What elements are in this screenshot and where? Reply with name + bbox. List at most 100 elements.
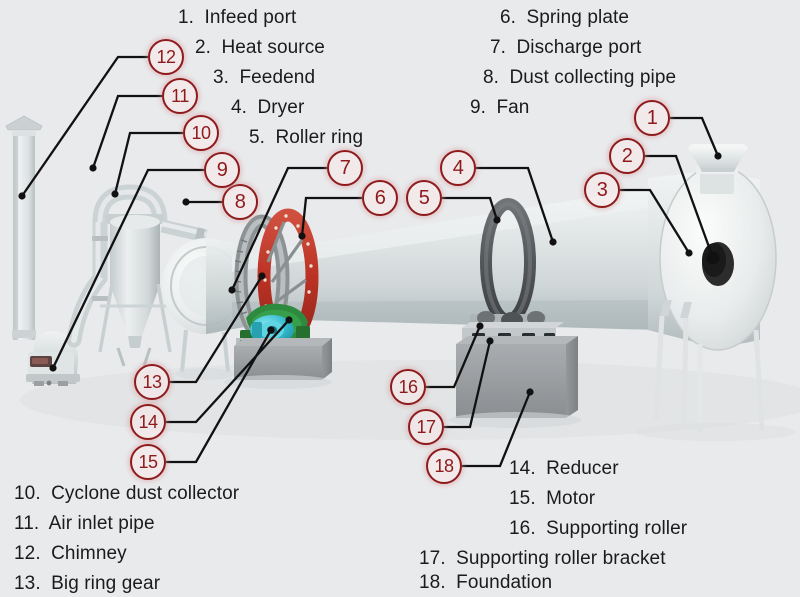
legend-num-8: 8. [483,67,500,88]
legend-num-4: 4. [231,97,248,118]
leader-dot-15 [267,326,275,334]
legend-item-17: 17. Supporting roller bracket [419,549,666,569]
leader-10 [113,131,183,195]
callout-17[interactable]: 17 [408,409,444,445]
callout-10[interactable]: 10 [183,115,219,151]
legend-item-13: 13. Big ring gear [14,574,160,594]
legend-num-15: 15. [509,488,536,509]
callout-11[interactable]: 11 [162,78,198,114]
legend-item-14: 14. Reducer [509,459,619,479]
leader-13 [170,275,263,384]
leader-dot-14 [285,316,293,324]
legend-item-18: 18. Foundation [419,573,552,593]
legend-label-12: Chimney [51,543,127,564]
leader-4 [476,166,555,243]
leader-dot-13 [258,272,266,280]
legend-num-5: 5. [249,127,266,148]
leader-dot-18 [526,388,534,396]
legend-item-5: 5. Roller ring [249,128,363,148]
leader-9 [51,168,204,369]
leader-11 [91,94,162,169]
leader-17 [444,340,492,429]
legend-num-7: 7. [490,37,507,58]
leader-16 [426,325,482,389]
legend-label-7: Discharge port [516,37,642,58]
legend-item-15: 15. Motor [509,489,595,509]
discharge-port [162,238,250,380]
legend-label-14: Reducer [546,458,619,479]
leader-dot-11 [89,164,97,172]
legend-item-11: 11. Air inlet pipe [14,514,155,534]
leader-dot-4 [549,238,557,246]
callout-8[interactable]: 8 [222,184,258,220]
legend-label-13: Big ring gear [51,573,161,594]
legend-item-2: 2. Heat source [195,38,325,58]
legend-num-9: 9. [470,97,487,118]
leader-dot-2 [706,251,720,265]
leader-5 [442,196,499,221]
leader-dot-16 [476,322,484,330]
callout-5[interactable]: 5 [406,180,442,216]
legend-item-12: 12. Chimney [14,544,127,564]
legend-item-6: 6. Spring plate [500,8,629,28]
legend-label-18: Foundation [456,572,553,593]
callout-1[interactable]: 1 [634,100,670,136]
shadow-right [449,412,581,428]
leader-12 [21,55,148,197]
leader-15 [166,329,272,464]
leader-1 [670,116,720,157]
legend-num-3: 3. [213,67,230,88]
legend-label-6: Spring plate [526,7,630,28]
callout-2[interactable]: 2 [609,138,645,174]
callout-7[interactable]: 7 [327,150,363,186]
leader-dot-1 [714,152,722,160]
legend-num-16: 16. [509,518,536,539]
legend-item-7: 7. Discharge port [490,38,641,58]
callout-9[interactable]: 9 [204,152,240,188]
legend-label-9: Fan [496,97,530,118]
callout-3[interactable]: 3 [584,172,620,208]
callout-18[interactable]: 18 [426,448,462,484]
legend-num-2: 2. [195,37,212,58]
callout-6[interactable]: 6 [362,180,398,216]
leader-2 [645,154,715,259]
legend-label-8: Dust collecting pipe [509,67,677,88]
legend-label-1: Infeed port [204,7,297,28]
legend-item-10: 10. Cyclone dust collector [14,484,239,504]
legend-num-13: 13. [14,573,41,594]
legend-label-11: Air inlet pipe [48,513,155,534]
leader-dot-5 [493,216,501,224]
legend-num-12: 12. [14,543,41,564]
legend-label-15: Motor [546,488,596,509]
callout-12[interactable]: 12 [148,39,184,75]
leader-18 [462,391,532,468]
legend-num-18: 18. [419,572,446,593]
leader-dot-6 [298,232,306,240]
leader-dot-17 [486,337,494,345]
shadow-left [224,375,332,389]
callout-14[interactable]: 14 [130,404,166,440]
legend-num-11: 11. [14,513,40,534]
leader-dot-10 [111,190,119,198]
legend-label-5: Roller ring [275,127,364,148]
callout-15[interactable]: 15 [130,444,166,480]
legend-item-8: 8. Dust collecting pipe [483,68,676,88]
callout-16[interactable]: 16 [390,369,426,405]
legend-item-16: 16. Supporting roller [509,519,687,539]
leader-dot-7 [228,286,236,294]
shadow-feedend [636,423,796,441]
legend-label-17: Supporting roller bracket [456,548,666,569]
leader-dot-9 [49,364,57,372]
leader-7 [230,166,327,291]
legend-item-4: 4. Dryer [231,98,304,118]
leader-dot-3 [685,249,693,257]
leader-dot-12 [18,192,26,200]
callout-4[interactable]: 4 [440,150,476,186]
leader-dot-8 [182,198,190,206]
legend-num-14: 14. [509,458,536,479]
leader-6 [300,196,362,237]
legend-item-3: 3. Feedend [213,68,315,88]
callout-13[interactable]: 13 [134,364,170,400]
